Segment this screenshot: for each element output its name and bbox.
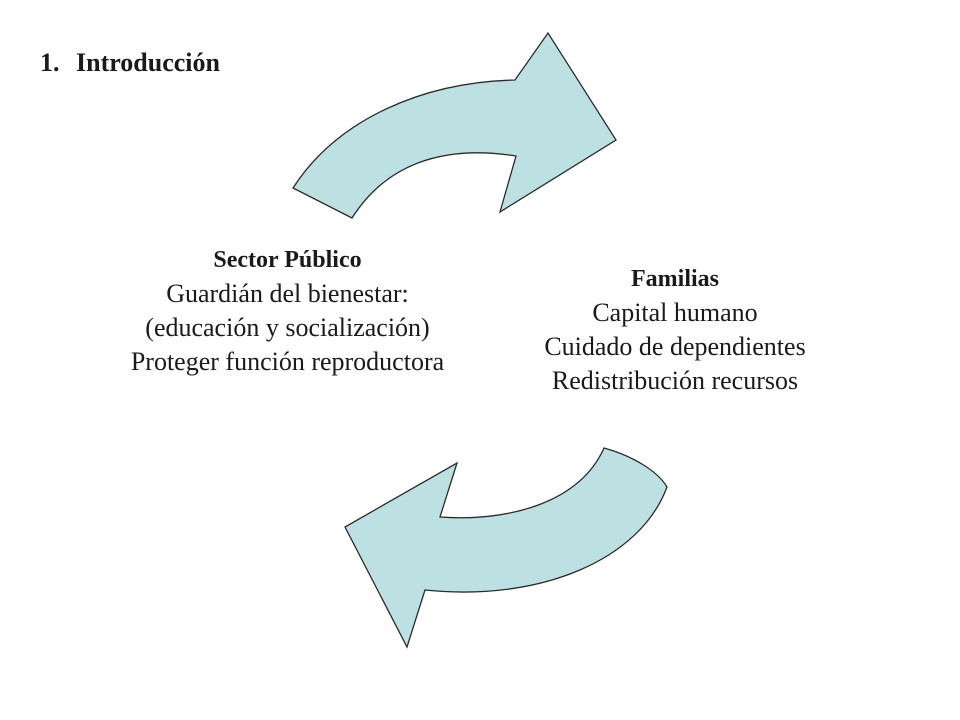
node-sector-publico-line: Guardián del bienestar: [166,279,409,308]
curved-arrow-top-icon [292,31,617,219]
node-familias-line: Cuidado de dependientes [544,332,806,361]
node-sector-publico-title: Sector Público [213,247,362,273]
curved-arrow-bottom-icon [344,447,668,649]
node-sector-publico: Sector Público Guardián del bienestar: (… [60,243,515,379]
node-familias: Familias Capital humano Cuidado de depen… [480,262,870,398]
node-sector-publico-line: (educación y socialización) [145,313,430,342]
node-familias-line: Redistribución recursos [551,366,799,395]
slide-title-number: 1. [40,48,60,77]
node-sector-publico-line: Proteger función reproductora [130,347,445,376]
node-familias-title: Familias [631,266,719,292]
slide-title-text: Introducción [76,48,220,77]
slide-title: 1. Introducción [40,48,220,78]
node-familias-line: Capital humano [592,298,758,327]
